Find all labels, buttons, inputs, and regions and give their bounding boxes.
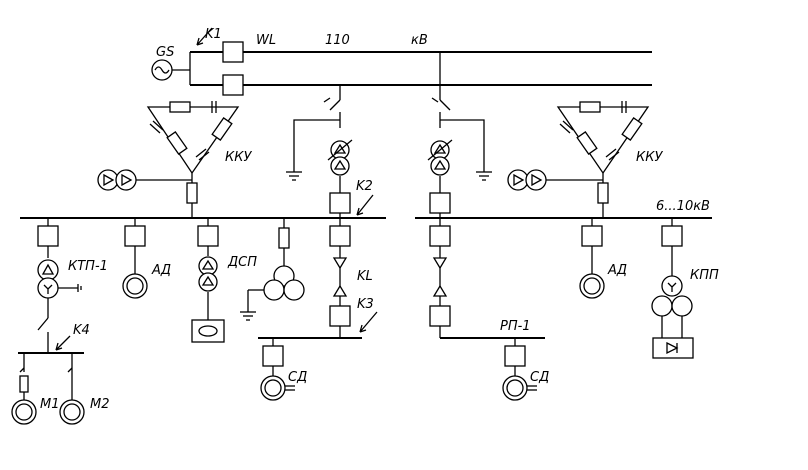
label-sd-right: СД [530,370,549,385]
arc-furnace-icon [191,319,225,343]
label-kl: KL [357,269,373,284]
label-k1: K1 [205,27,222,42]
label-rp1: РП-1 [500,319,531,334]
k2-breaker [329,192,351,214]
fault-k4-arrow-icon [55,335,71,351]
sd-left-breaker [262,345,284,367]
three-winding-transformer [263,265,305,301]
motor-ad-left-icon [122,273,148,299]
label-sd-left: СД [288,370,307,385]
label-kv-unit: кВ [411,33,428,48]
label-ad-left: АД [151,263,171,278]
label-ktp1: КТП-1 [68,259,108,274]
kpp-transformer [651,275,693,317]
motor-sd-left-icon [260,375,286,401]
ktp1-breaker [37,225,59,247]
wl-breaker-2 [222,74,244,96]
fault-k3-arrow-icon [359,311,378,333]
label-k4: K4 [73,323,90,338]
kku-left-transformer [97,169,137,191]
wl-breaker-1 [222,41,244,63]
right-main-breaker [429,192,451,214]
motor-sd-right-icon [502,375,528,401]
label-bus-6-10kv: 6...10кВ [656,199,710,214]
kku-right-transformer [507,169,547,191]
ad-left-breaker [124,225,146,247]
label-kku-left: ККУ [225,150,252,165]
kl-cable-end-top-icon [332,257,348,270]
main-transformer-left [330,140,350,176]
label-m2: M2 [90,397,110,412]
fault-k1-arrow-icon [196,27,213,46]
motor-ad-right-icon [579,273,605,299]
motor-m2-icon [59,399,85,425]
k3-breaker [329,305,351,327]
label-m1: M1 [40,397,60,412]
label-dsp: ДСП [227,255,257,270]
ad-right-breaker [581,225,603,247]
label-k3: K3 [357,297,374,312]
sd-right-breaker [504,345,526,367]
label-kku-right: ККУ [636,150,663,165]
kpp-breaker [661,225,683,247]
label-gs: GS [156,45,174,60]
label-kpp: КПП [690,268,719,283]
motor-m1-icon [11,399,37,425]
kl-breaker-top [329,225,351,247]
rp1-feeder-breaker-top [429,225,451,247]
main-transformer-right [430,140,450,176]
kl-cable-end-bottom-icon [332,284,348,297]
rp1-cable-end-top-icon [432,257,448,270]
ktp1-transformer [37,259,59,299]
kku-left-compensator [146,101,240,175]
label-wl: WL [256,33,276,48]
fault-k2-arrow-icon [356,194,374,216]
rp1-cable-end-bottom-icon [432,284,448,297]
label-voltage-110: 110 [325,33,350,48]
kku-right-compensator [556,101,650,175]
label-ad-right: АД [607,263,627,278]
dsp-breaker [197,225,219,247]
dsp-transformer [198,256,218,292]
rp1-feeder-breaker-bottom [429,305,451,327]
label-k2: K2 [356,179,373,194]
rectifier-icon [652,337,694,359]
